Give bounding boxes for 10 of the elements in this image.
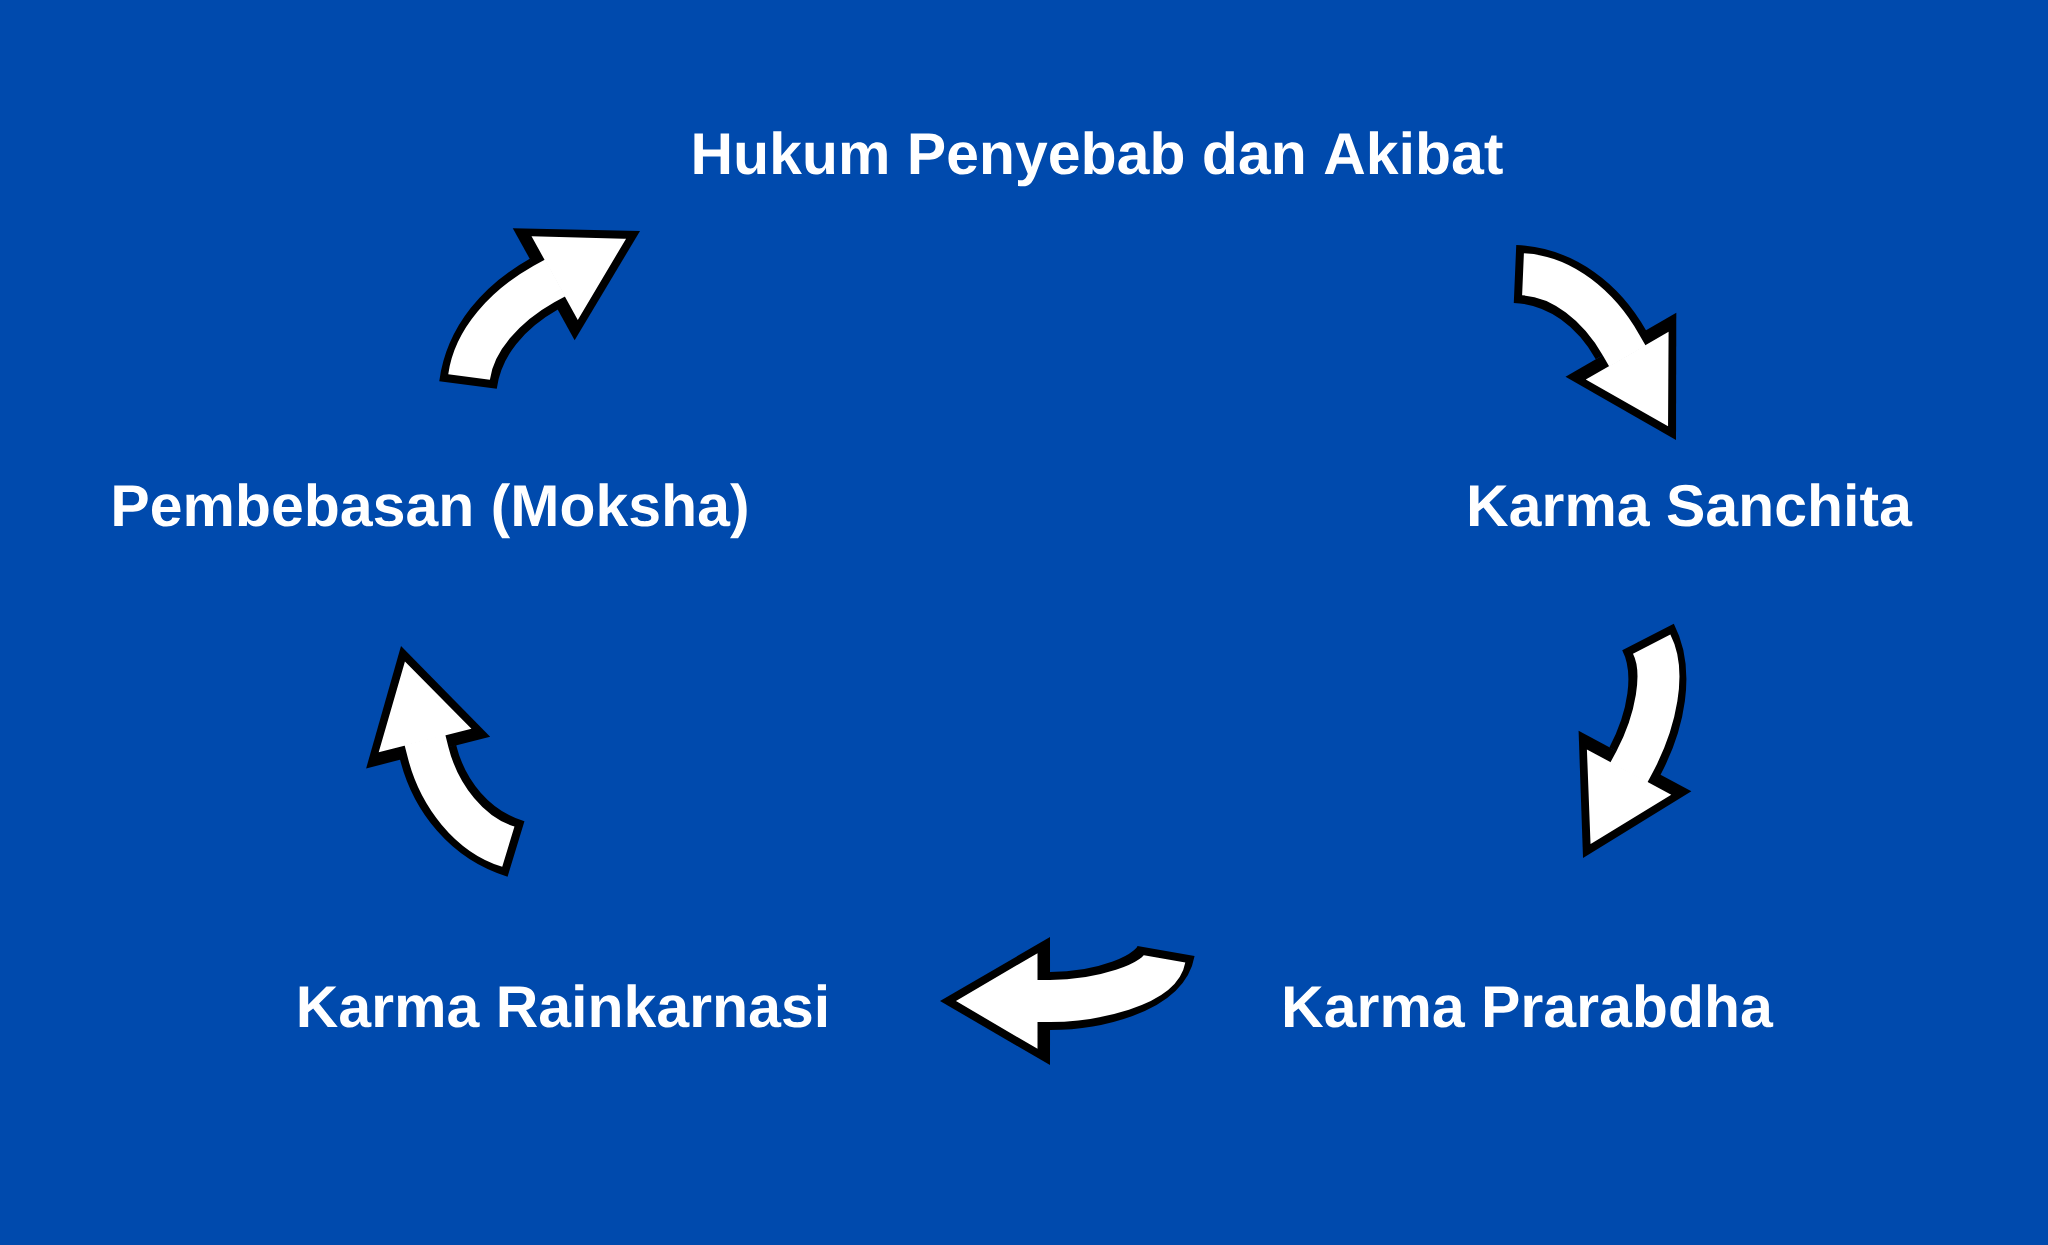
curved-arrow	[366, 646, 526, 877]
stage-label: Karma Prarabdha	[1285, 984, 1774, 1028]
stage-label: Karma Sanchita	[1470, 483, 1913, 527]
stage-label: Pembebasan (Moksha)	[114, 483, 747, 539]
curved-arrow	[1578, 625, 1692, 858]
stage-label: Hukum Penyebab dan Akibat	[694, 131, 1503, 187]
curved-arrow	[439, 228, 640, 391]
curved-arrow	[940, 937, 1194, 1065]
curved-arrow	[1512, 245, 1677, 440]
stage-label: Karma Rainkarnasi	[299, 984, 826, 1028]
